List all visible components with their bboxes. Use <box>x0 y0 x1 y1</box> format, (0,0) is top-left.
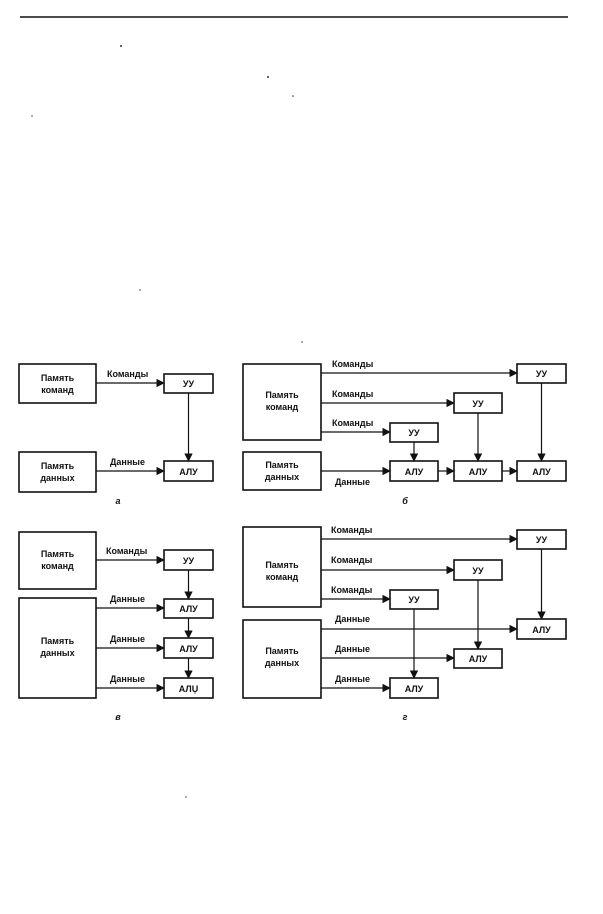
instr-memory-box <box>242 363 322 441</box>
control-unit-label: УУ <box>183 379 195 389</box>
caption-b: б <box>402 496 408 506</box>
data-label: Данные <box>110 457 145 467</box>
instr-memory-label-line2: команд <box>41 385 74 395</box>
commands-label-1: Команды <box>331 525 373 535</box>
instr-memory-label-line1: Память <box>41 373 75 383</box>
data-label-1: Данные <box>110 594 145 604</box>
commands-label-3: Команды <box>332 418 374 428</box>
data-label-2: Данные <box>335 644 370 654</box>
alu-label-2: АЛУ <box>179 644 198 654</box>
commands-label-2: Команды <box>332 389 374 399</box>
data-label-3: Данные <box>335 674 370 684</box>
data-memory-label-line1: Память <box>41 461 75 471</box>
data-label: Данные <box>335 477 370 487</box>
data-memory-label-line2: данных <box>265 472 299 482</box>
alu-label-2: АЛУ <box>469 467 488 477</box>
data-memory-label-line1: Память <box>265 460 299 470</box>
control-unit-label-2: УУ <box>472 399 484 409</box>
caption-a: а <box>115 496 120 506</box>
diagram-a: Память команд Память данных УУ АЛУ Коман… <box>18 363 214 506</box>
control-unit-label-1: УУ <box>536 369 548 379</box>
diagram-d: Память команд Память данных УУ УУ УУ АЛУ… <box>242 525 567 722</box>
commands-label-3: Команды <box>331 585 373 595</box>
data-memory-box <box>242 451 322 491</box>
data-memory-label-line2: данных <box>40 473 74 483</box>
caption-c: в <box>115 712 121 722</box>
commands-label: Команды <box>106 546 148 556</box>
control-unit-label: УУ <box>183 556 195 566</box>
alu-label-3: АЛỤ <box>179 684 198 694</box>
data-memory-box <box>242 619 322 699</box>
instr-memory-label-line2: команд <box>41 561 74 571</box>
instr-memory-label-line2: команд <box>266 572 299 582</box>
diagram-c: Память команд Память данных УУ АЛУ АЛУ А… <box>18 531 214 722</box>
data-memory-label-line2: данных <box>265 658 299 668</box>
alu-label-1: АЛУ <box>405 467 424 477</box>
data-label-2: Данные <box>110 634 145 644</box>
commands-label-1: Команды <box>332 359 374 369</box>
instr-memory-box <box>242 526 322 608</box>
instr-memory-box <box>18 363 97 404</box>
instr-memory-label-line1: Память <box>265 560 299 570</box>
control-unit-label-3: УУ <box>408 595 420 605</box>
alu-label-2: АЛУ <box>469 654 488 664</box>
data-label-1: Данные <box>335 614 370 624</box>
commands-label-2: Команды <box>331 555 373 565</box>
instr-memory-label-line1: Память <box>265 390 299 400</box>
alu-label-1: АЛУ <box>179 604 198 614</box>
data-memory-label-line1: Память <box>265 646 299 656</box>
caption-d: г <box>403 712 408 722</box>
scan-specks <box>31 45 303 798</box>
data-memory-label-line1: Память <box>41 636 75 646</box>
diagram-b: Память команд Память данных УУ УУ УУ АЛУ… <box>242 359 567 506</box>
alu-label-3: АЛУ <box>532 467 551 477</box>
alu-label-1: АЛУ <box>532 625 551 635</box>
data-label-3: Данные <box>110 674 145 684</box>
instr-memory-box <box>18 531 97 590</box>
instr-memory-label-line1: Память <box>41 549 75 559</box>
instr-memory-label-line2: команд <box>266 402 299 412</box>
control-unit-label-2: УУ <box>472 566 484 576</box>
alu-label: АЛУ <box>179 467 198 477</box>
data-memory-label-line2: данных <box>40 648 74 658</box>
control-unit-label-3: УУ <box>408 428 420 438</box>
alu-label-3: АЛУ <box>405 684 424 694</box>
control-unit-label-1: УУ <box>536 535 548 545</box>
data-memory-box <box>18 451 97 493</box>
commands-label: Команды <box>107 369 149 379</box>
data-memory-box <box>18 597 97 699</box>
